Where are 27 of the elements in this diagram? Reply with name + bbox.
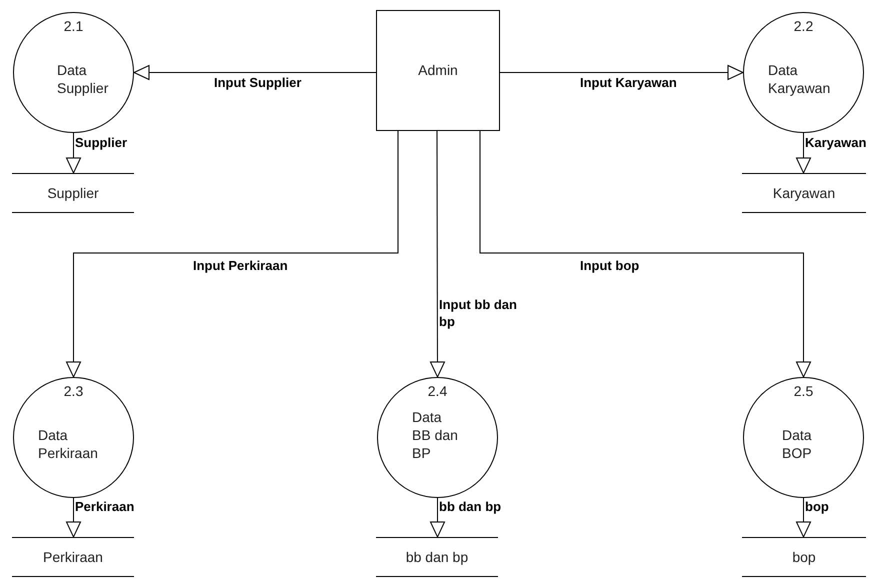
store-name: Perkiraan — [42, 548, 104, 566]
arrow — [66, 498, 81, 538]
arrow — [430, 130, 445, 378]
process-name: Data BB dan BP — [412, 408, 459, 462]
store-name: Supplier — [46, 184, 100, 202]
process-name: Data Perkiraan — [38, 426, 99, 462]
store-name: bop — [791, 548, 817, 566]
process-number: 2.4 — [426, 382, 448, 400]
external-entity-box — [376, 10, 500, 131]
arrow — [134, 65, 376, 80]
process-name: Data BOP — [782, 426, 813, 462]
store-name: Karyawan — [772, 184, 836, 202]
process-number: 2.5 — [792, 382, 814, 400]
arrow — [796, 132, 811, 174]
arrow — [796, 498, 811, 538]
process-name: Data Supplier — [57, 61, 110, 97]
arrow — [500, 65, 744, 80]
process-number: 2.2 — [792, 17, 814, 35]
process-number: 2.3 — [62, 382, 84, 400]
store-name: bb dan bp — [404, 548, 470, 566]
process-name: Data Karyawan — [768, 61, 832, 97]
arrow — [66, 132, 81, 174]
process-number: 2.1 — [62, 17, 84, 35]
arrow — [66, 130, 398, 378]
arrow — [480, 130, 811, 378]
arrow — [430, 498, 445, 538]
entity-name: Admin — [417, 61, 459, 79]
